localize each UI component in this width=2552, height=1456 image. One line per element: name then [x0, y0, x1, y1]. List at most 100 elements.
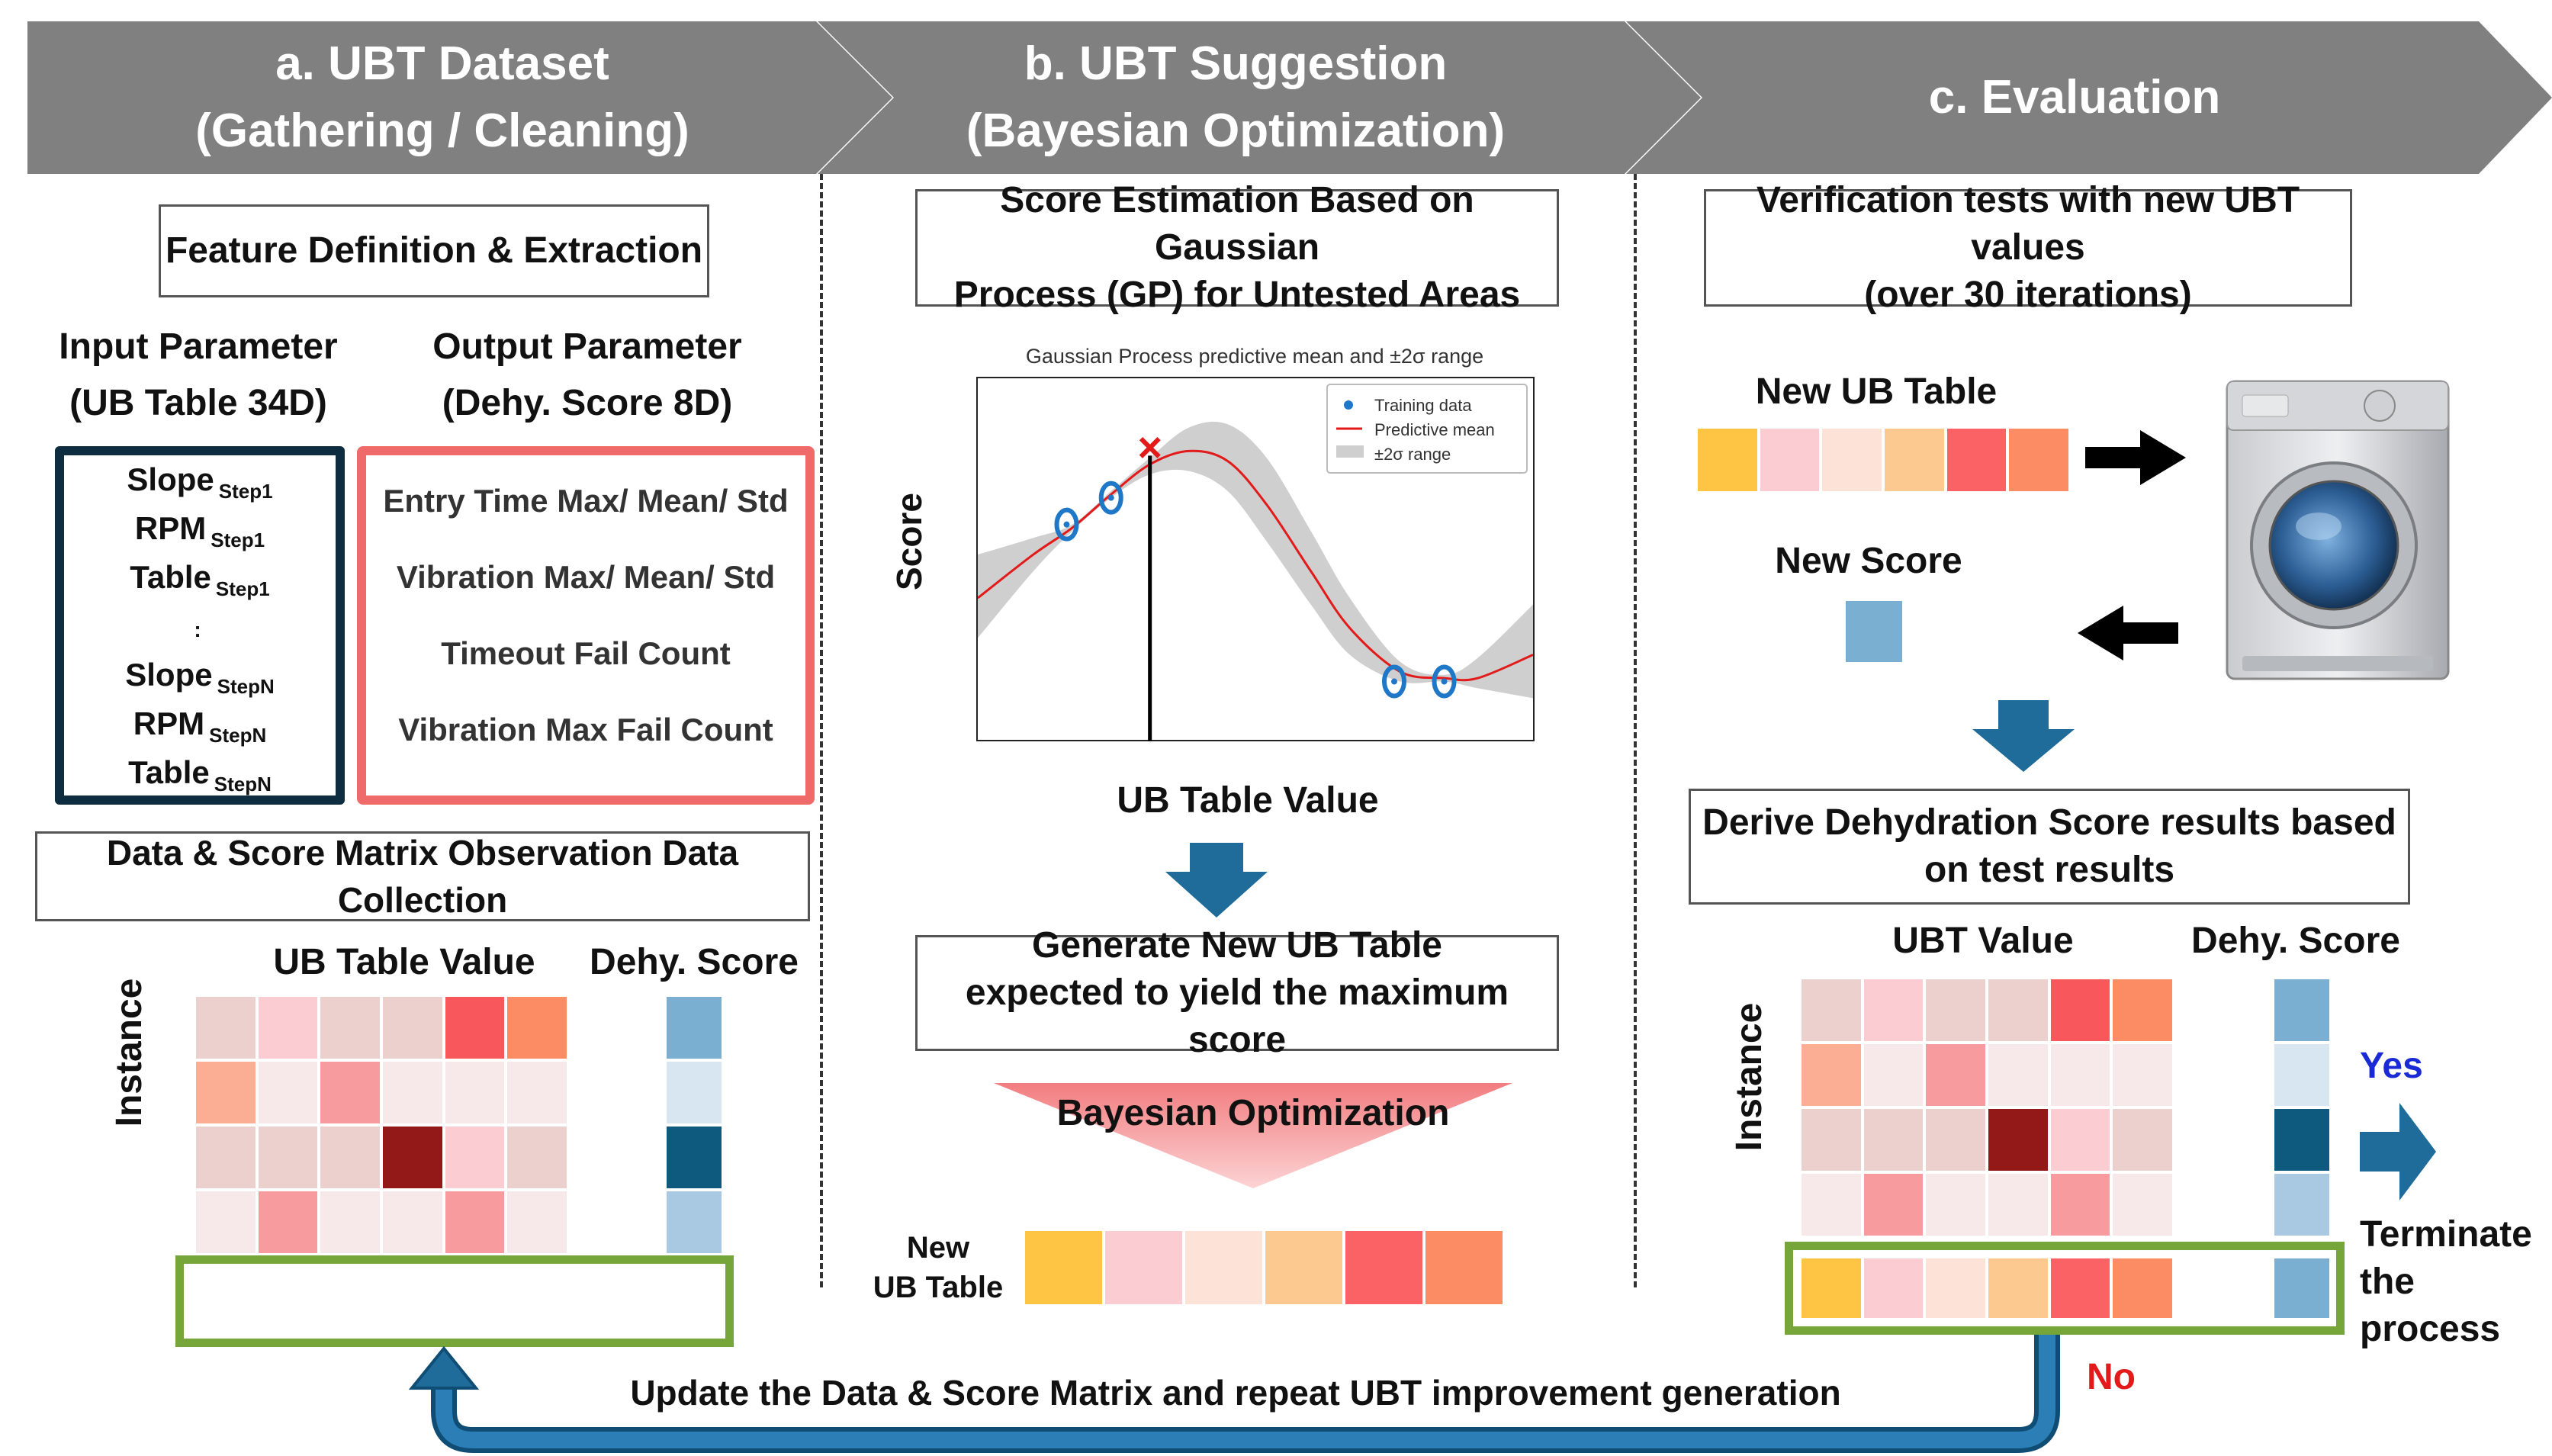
bayesian-optimization-label: Bayesian Optimization	[1056, 1093, 1450, 1133]
c-new-row-frame	[1785, 1242, 2345, 1335]
output-param-row: Entry Time Max/ Mean/ Std	[383, 483, 789, 519]
feature-definition-box: Feature Definition & Extraction	[159, 204, 709, 297]
gp-training-point	[1054, 507, 1079, 542]
a-new-row-slot	[175, 1255, 734, 1347]
output-param-row: Vibration Max/ Mean/ Std	[396, 559, 776, 595]
gp-training-dot	[1063, 521, 1070, 528]
divider-bc	[1634, 174, 1637, 1287]
a-matrix-cell	[258, 1191, 318, 1253]
b-new-ub-cell	[1025, 1231, 1102, 1304]
c-matrix-cell	[2113, 1044, 2172, 1106]
output-param-row: Vibration Max Fail Count	[398, 712, 773, 747]
gp-chart-title: Gaussian Process predictive mean and ±2σ…	[1025, 345, 1484, 368]
header-a-title: a. UBT Dataset (Gathering / Cleaning)	[137, 31, 747, 165]
bayesian-optimization-arrow	[994, 1083, 1512, 1188]
a-matrix-cell	[445, 1191, 505, 1253]
c-matrix-cell	[1802, 1044, 1861, 1106]
b-new-ub-cell	[1265, 1231, 1342, 1304]
c-score-cell	[2274, 1109, 2329, 1171]
verify-line1: Verification tests with new UBT values	[1756, 180, 2300, 268]
c-matrix-cell	[2050, 1044, 2110, 1106]
input-param-sub: StepN	[217, 675, 275, 698]
c-score-column	[2273, 978, 2331, 1237]
a-matrix-cell	[507, 1191, 567, 1253]
header-a-line1: a. UBT Dataset	[275, 37, 609, 90]
header-b-title: b. UBT Suggestion (Bayesian Optimization…	[930, 31, 1541, 165]
a-matrix-cell	[196, 1191, 256, 1253]
a-matrix-cell	[507, 997, 567, 1059]
c-new-ub-cell	[1946, 429, 2007, 491]
c-new-ub-table-row	[1696, 427, 2070, 493]
gp-max-marker: ×	[1137, 423, 1162, 471]
a-matrix-cell	[320, 1127, 380, 1188]
c-new-row-cell	[1988, 1258, 2048, 1318]
c-matrix-cell	[1863, 1174, 1924, 1236]
gp-training-dot	[1391, 678, 1397, 685]
a-ub-table-value-label: UB Table Value	[273, 942, 535, 982]
input-param-main: RPM	[133, 706, 205, 741]
gp-training-dot	[1107, 494, 1114, 501]
a-matrix-cell	[258, 997, 318, 1059]
matrix-observation-label: Data & Score Matrix Observation Data Col…	[106, 833, 739, 920]
a-matrix-cell	[196, 1127, 256, 1188]
input-param-main: Table	[128, 754, 210, 790]
terminate-line1: Terminate	[2360, 1214, 2532, 1255]
c-new-ub-cell	[1885, 429, 1944, 491]
washing-machine-icon	[2226, 380, 2450, 680]
gp-legend-swatch-band	[1336, 445, 1364, 458]
c-new-ub-cell	[1698, 429, 1757, 491]
c-new-row-cell	[1802, 1258, 1861, 1318]
a-matrix-cell	[320, 1062, 380, 1123]
c-new-row-cell	[1863, 1258, 1924, 1318]
a-matrix-cell	[383, 1062, 442, 1123]
c-dehy-score-label: Dehy. Score	[2191, 921, 2400, 961]
c-matrix-cell	[2113, 1174, 2172, 1236]
header-a-shape	[27, 21, 892, 174]
c-matrix-cell	[2050, 1174, 2110, 1236]
gp-legend-label: ±2σ range	[1374, 445, 1451, 464]
c-matrix-cell	[1988, 1109, 2048, 1171]
b-new-label-2: UB Table	[873, 1271, 1004, 1304]
c-matrix-cell	[1988, 979, 2048, 1041]
input-param-main: Slope	[127, 461, 214, 497]
a-score-cell	[667, 1191, 722, 1253]
header-c-shape	[1626, 21, 2552, 174]
a-matrix-cell	[383, 1191, 442, 1253]
update-matrix-label: Update the Data & Score Matrix and repea…	[630, 1373, 1841, 1413]
gp-legend-label: Predictive mean	[1374, 420, 1495, 439]
b-new-ub-table-row	[1024, 1229, 1504, 1306]
header-b-line1: b. UBT Suggestion	[1024, 37, 1448, 90]
c-new-row-score-cell	[2274, 1258, 2329, 1318]
gp-estimation-box: Score Estimation Based on Gaussian Proce…	[915, 180, 1559, 315]
derive-score-box: Derive Dehydration Score results based o…	[1689, 789, 2410, 905]
c-matrix-cell	[2050, 979, 2110, 1041]
c-matrix-cell	[1926, 1174, 1985, 1236]
gp-training-point	[1098, 481, 1123, 515]
a-matrix-cell	[196, 1062, 256, 1123]
c-instance-label: Instance	[1729, 1002, 1769, 1152]
c-data-matrix	[1800, 978, 2174, 1237]
input-param-main: Slope	[125, 657, 213, 693]
input-param-main: RPM	[134, 510, 207, 546]
a-matrix-cell	[258, 1062, 318, 1123]
gp-chart-xlabel: UB Table Value	[1117, 780, 1379, 821]
c-matrix-cell	[1926, 1044, 1985, 1106]
c-new-row	[1800, 1257, 2174, 1319]
a-instance-label: Instance	[109, 978, 149, 1127]
a-matrix-cell	[445, 1127, 505, 1188]
yes-arrow-icon	[2360, 1103, 2436, 1200]
header-chevrons	[27, 21, 2552, 174]
input-param-sub: StepN	[209, 724, 267, 747]
c-matrix-cell	[1988, 1044, 2048, 1106]
a-matrix-cell	[383, 997, 442, 1059]
output-param-row: Timeout Fail Count	[441, 635, 731, 671]
input-param-sub: StepN	[214, 773, 272, 795]
a-matrix-cell	[507, 1127, 567, 1188]
